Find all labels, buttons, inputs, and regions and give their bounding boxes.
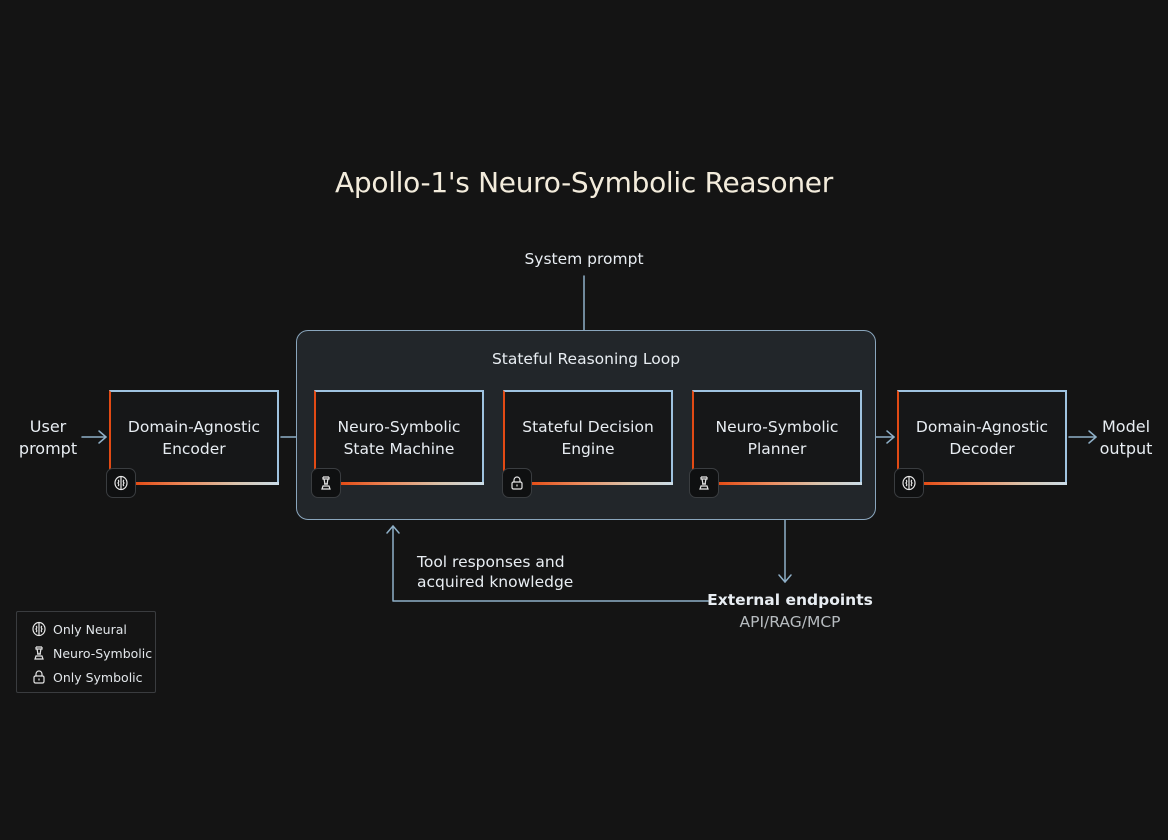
node-label: Domain-Agnostic Decoder xyxy=(915,417,1049,458)
node-state-machine: Neuro-Symbolic State Machine xyxy=(314,390,484,485)
node-decision-engine: Stateful Decision Engine xyxy=(503,390,673,485)
node-decoder: Domain-Agnostic Decoder xyxy=(897,390,1067,485)
chess-piece-icon xyxy=(689,468,719,498)
tool-responses-label: Tool responses and acquired knowledge xyxy=(417,553,574,591)
model-output-label: Model output xyxy=(1099,417,1153,458)
node-label: Neuro-Symbolic State Machine xyxy=(337,417,461,458)
chess-piece-icon xyxy=(311,468,341,498)
arrow-endpoints-to-loop xyxy=(392,525,709,602)
legend-item-neuro-symbolic: Neuro-Symbolic xyxy=(31,644,152,662)
lock-icon xyxy=(33,670,45,684)
legend-label: Only Neural xyxy=(53,621,127,637)
loop-label: Stateful Reasoning Loop xyxy=(491,350,681,368)
legend-label: Neuro-Symbolic xyxy=(53,645,153,661)
legend-label: Only Symbolic xyxy=(53,669,143,685)
external-endpoints-subtitle: API/RAG/MCP xyxy=(739,613,841,631)
brain-icon xyxy=(106,468,136,498)
node-label: Domain-Agnostic Encoder xyxy=(127,417,261,458)
node-planner: Neuro-Symbolic Planner xyxy=(692,390,862,485)
lock-icon xyxy=(502,468,532,498)
legend: Only Neural Neuro-Symbolic Only Symbolic xyxy=(16,611,156,693)
diagram-title: Apollo-1's Neuro-Symbolic Reasoner xyxy=(335,166,833,199)
external-endpoints-label: External endpoints xyxy=(707,591,873,609)
node-label: Stateful Decision Engine xyxy=(522,417,654,458)
brain-icon xyxy=(32,621,46,637)
legend-item-neural: Only Neural xyxy=(31,620,127,638)
legend-item-symbolic: Only Symbolic xyxy=(31,668,143,686)
brain-icon xyxy=(894,468,924,498)
chess-piece-icon xyxy=(34,646,44,660)
user-prompt-label: User prompt xyxy=(18,417,78,458)
system-prompt-label: System prompt xyxy=(524,250,644,268)
node-encoder: Domain-Agnostic Encoder xyxy=(109,390,279,485)
node-label: Neuro-Symbolic Planner xyxy=(715,417,839,458)
